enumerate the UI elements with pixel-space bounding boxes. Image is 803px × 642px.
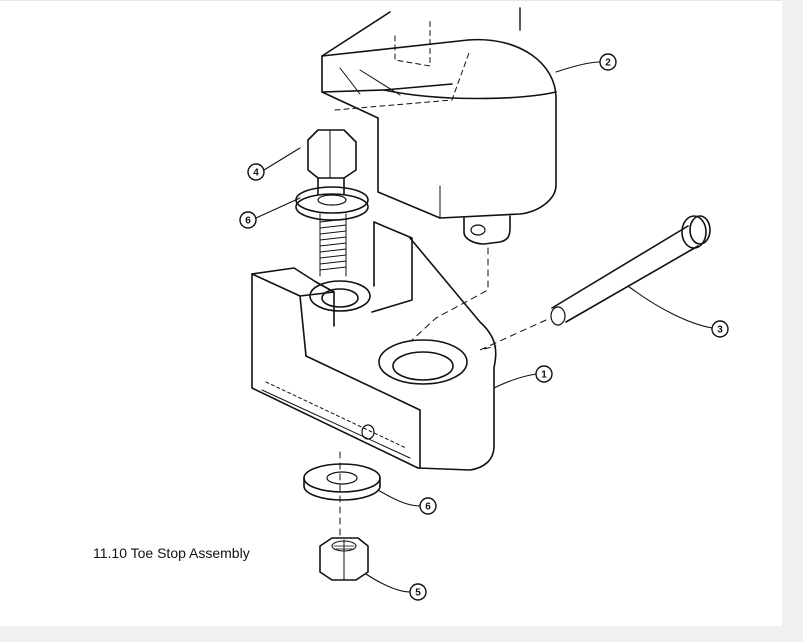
- svg-text:1: 1: [541, 370, 547, 381]
- svg-text:4: 4: [253, 168, 259, 179]
- base-bracket: [251, 221, 497, 471]
- upper-block: [321, 7, 557, 245]
- svg-text:6: 6: [245, 216, 251, 227]
- top-divider: [0, 0, 782, 1]
- svg-text:6: 6: [425, 502, 431, 513]
- callout-4: 4: [247, 163, 265, 181]
- figure-caption: 11.10 Toe Stop Assembly: [93, 545, 250, 561]
- bottom-frame: [0, 626, 803, 642]
- hex-nut: [319, 537, 369, 581]
- callout-6-upper: 6: [239, 211, 257, 229]
- bolt: [307, 129, 357, 195]
- assembly-axis-upper: [411, 247, 489, 341]
- svg-text:2: 2: [605, 58, 611, 69]
- callout-3: 3: [711, 320, 729, 338]
- callout-1: 1: [535, 365, 553, 383]
- svg-text:5: 5: [415, 588, 421, 599]
- toe-stop-diagram: 2 4 6 3 1 6 5: [239, 7, 729, 601]
- scrollbar-track[interactable]: [782, 0, 803, 642]
- callout-6-lower: 6: [419, 497, 437, 515]
- leader-lines: [255, 61, 713, 593]
- bolt-threads: [319, 213, 347, 277]
- lower-washer: [303, 463, 381, 501]
- pin: [550, 215, 711, 326]
- upper-washer: [295, 186, 369, 221]
- svg-text:3: 3: [717, 325, 723, 336]
- callout-2: 2: [599, 53, 617, 71]
- callout-5: 5: [409, 583, 427, 601]
- pin-axis: [479, 319, 547, 351]
